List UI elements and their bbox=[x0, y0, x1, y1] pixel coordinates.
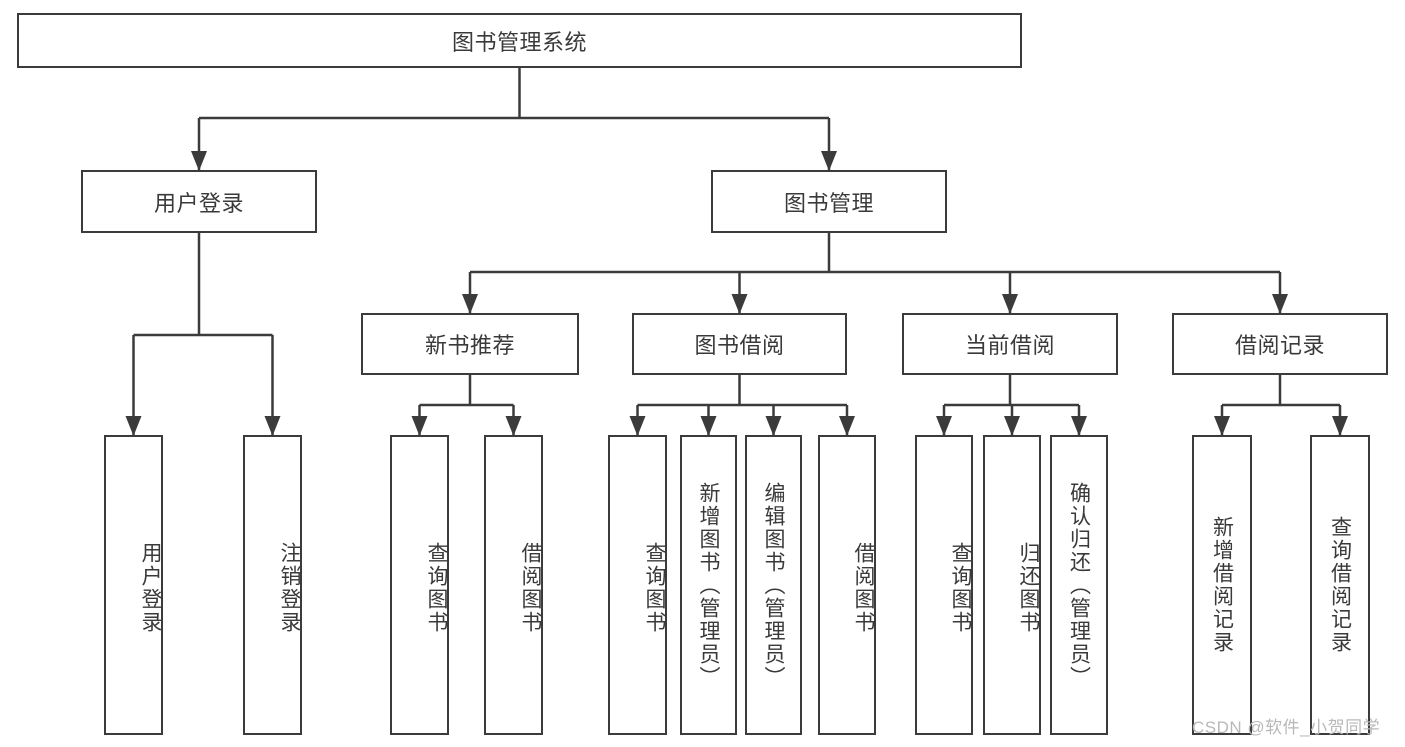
node-label: 查询图书 bbox=[949, 542, 972, 634]
node-label: 图书管理 bbox=[783, 190, 874, 216]
arrow-head-icon bbox=[1002, 294, 1018, 314]
arrow-head-icon bbox=[191, 151, 207, 171]
node-label: 借阅图书 bbox=[852, 542, 875, 634]
arrow-head-icon bbox=[1004, 416, 1020, 436]
node-label: 新增借阅记录 bbox=[1210, 516, 1234, 654]
node-leaf-user-login: 用户登录 bbox=[104, 435, 163, 735]
node-user-login: 用户登录 bbox=[81, 170, 317, 233]
arrow-head-icon bbox=[125, 416, 142, 436]
node-borrow-record: 借阅记录 bbox=[1172, 313, 1388, 375]
node-label: 注销登录 bbox=[278, 542, 301, 634]
node-leaf-return: 归还图书 bbox=[983, 435, 1041, 735]
node-new-book-rec: 新书推荐 bbox=[361, 313, 579, 375]
arrow-head-icon bbox=[629, 416, 646, 436]
arrow-head-icon bbox=[700, 416, 717, 436]
arrow-head-icon bbox=[1332, 416, 1348, 436]
node-leaf-add-book: 新增图书（管理员） bbox=[680, 435, 737, 735]
node-root: 图书管理系统 bbox=[17, 13, 1022, 68]
node-label: 查询图书 bbox=[643, 542, 666, 634]
arrow-head-icon bbox=[264, 416, 281, 436]
node-label: 图书借阅 bbox=[694, 333, 785, 358]
node-leaf-confirm: 确认归还（管理员） bbox=[1050, 435, 1108, 735]
node-label: 用户登录 bbox=[153, 190, 244, 216]
node-label: 查询图书 bbox=[425, 542, 448, 634]
node-label: 图书管理系统 bbox=[451, 29, 587, 55]
arrow-head-icon bbox=[839, 416, 855, 436]
node-leaf-add-rec: 新增借阅记录 bbox=[1192, 435, 1252, 735]
node-book-manage: 图书管理 bbox=[711, 170, 947, 233]
arrow-head-icon bbox=[765, 416, 782, 436]
node-label: 确认归还（管理员） bbox=[1067, 481, 1091, 689]
node-leaf-query-1: 查询图书 bbox=[390, 435, 449, 735]
node-label: 新书推荐 bbox=[424, 333, 515, 358]
node-current-borrow: 当前借阅 bbox=[902, 313, 1118, 375]
node-label: 新增图书（管理员） bbox=[697, 481, 720, 689]
node-leaf-edit-book: 编辑图书（管理员） bbox=[745, 435, 802, 735]
arrow-head-icon bbox=[821, 151, 837, 171]
node-leaf-query-rec: 查询借阅记录 bbox=[1310, 435, 1370, 735]
arrow-head-icon bbox=[731, 294, 748, 314]
arrow-head-icon bbox=[1272, 294, 1288, 314]
watermark-label: CSDN @软件_小贺同学 bbox=[1192, 718, 1381, 737]
arrow-head-icon bbox=[462, 294, 478, 314]
node-label: 用户登录 bbox=[139, 542, 162, 634]
arrow-head-icon bbox=[1214, 416, 1230, 436]
node-label: 借阅图书 bbox=[519, 542, 542, 634]
node-leaf-borrow-1: 借阅图书 bbox=[484, 435, 543, 735]
arrow-head-icon bbox=[1071, 416, 1087, 436]
arrow-head-icon bbox=[411, 416, 428, 436]
node-label: 借阅记录 bbox=[1234, 333, 1325, 358]
node-leaf-borrow-2: 借阅图书 bbox=[818, 435, 876, 735]
node-label: 当前借阅 bbox=[964, 333, 1055, 358]
node-leaf-query-3: 查询图书 bbox=[915, 435, 973, 735]
node-book-borrow: 图书借阅 bbox=[632, 313, 847, 375]
node-label: 归还图书 bbox=[1017, 542, 1040, 634]
node-label: 查询借阅记录 bbox=[1328, 516, 1352, 654]
arrow-head-icon bbox=[505, 416, 522, 436]
node-leaf-logout: 注销登录 bbox=[243, 435, 302, 735]
node-leaf-query-2: 查询图书 bbox=[608, 435, 667, 735]
node-label: 编辑图书（管理员） bbox=[762, 481, 785, 689]
arrow-head-icon bbox=[936, 416, 952, 436]
